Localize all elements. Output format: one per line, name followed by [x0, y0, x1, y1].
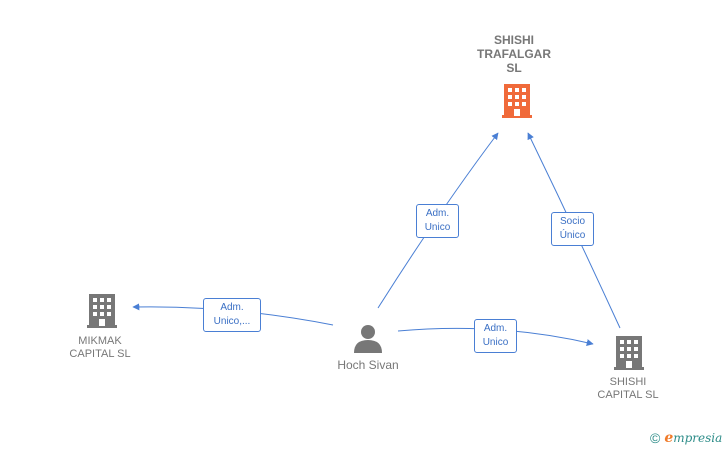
- brand-logo: empresia: [664, 430, 722, 446]
- building-icon[interactable]: [87, 294, 117, 328]
- copyright-symbol: ©: [650, 430, 661, 446]
- edge-label-capital-to-trafalgar: Socio Único: [551, 212, 594, 246]
- building-icon[interactable]: [502, 84, 532, 118]
- footer-brand: © empresia: [650, 428, 722, 448]
- node-label-mikmak-capital[interactable]: MIKMAK CAPITAL SL: [69, 335, 131, 360]
- building-icon[interactable]: [614, 336, 644, 370]
- brand-logo-e: e: [664, 430, 674, 446]
- edge-label-hoch-to-capital: Adm. Unico: [474, 319, 517, 353]
- person-icon[interactable]: [353, 323, 383, 353]
- node-label-shishi-capital[interactable]: SHISHI CAPITAL SL: [597, 376, 659, 401]
- brand-logo-rest: mpresia: [673, 431, 723, 445]
- edge-label-hoch-to-trafalgar: Adm. Unico: [416, 204, 459, 238]
- node-label-shishi-trafalgar[interactable]: SHISHI TRAFALGAR SL: [477, 33, 551, 75]
- edge-label-hoch-to-mikmak: Adm. Unico,...: [203, 298, 261, 332]
- node-label-hoch-sivan[interactable]: Hoch Sivan: [337, 358, 399, 372]
